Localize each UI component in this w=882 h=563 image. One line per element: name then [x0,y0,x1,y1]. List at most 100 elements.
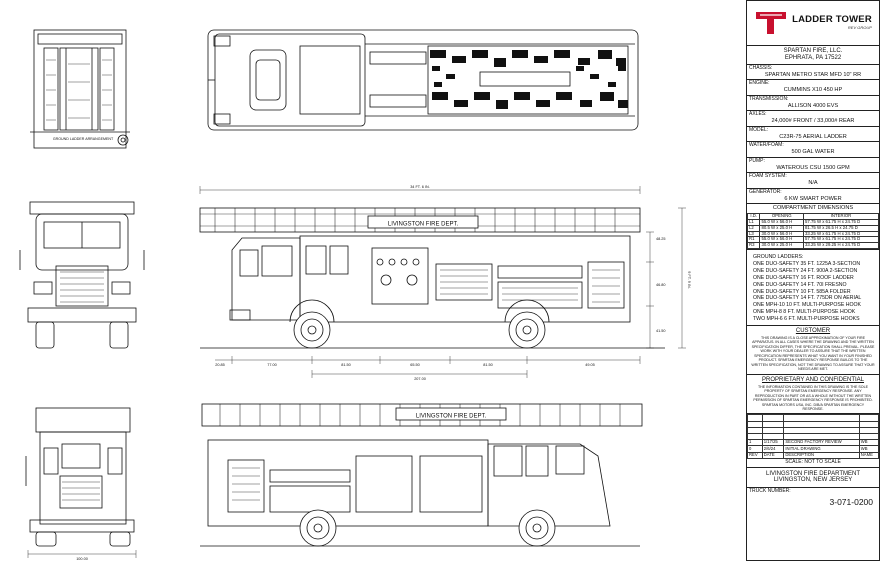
scale-note: SCALE: NOT TO SCALE [785,458,841,465]
dim-small-2: 49.05 [585,363,595,367]
customer-block: LIVINGSTON FIRE DEPARTMENT LIVINGSTON, N… [747,468,879,489]
spec-label: WATER/FOAM: [749,142,784,149]
spec-row: TRANSMISSION:ALLISON 4000 EVS [747,96,879,112]
brand-name: LADDER TOWER [792,14,872,26]
spec-label: GENERATOR: [749,188,782,195]
dim-horizontal-1: 77.00 [267,363,277,367]
spec-value: 500 GAL WATER [791,149,835,156]
dim-overall-length: 34 FT. 6 IN. [410,185,430,189]
spec-label: AXLES: [749,111,767,118]
spec-value: ALLISON 4000 EVS [787,102,839,109]
revision-header: REV [747,451,763,459]
compartment-cell: R1 [746,236,761,244]
dim-width: 100.00 [76,557,88,561]
spec-row: CHASSIS:SPARTAN METRO STAR MFD 10" RR [747,65,879,81]
customer-note-title: CUSTOMER [795,327,831,334]
revision-header: NAME [858,451,880,459]
front-view [19,201,145,349]
brand-logo: LADDER TOWER REV GROUP [747,1,879,46]
spec-value: CUMMINS X10 450 HP [783,87,843,94]
compartment-cell: R3 [746,242,761,250]
rear-view-ladders [30,29,130,149]
spec-label: TRANSMISSION: [749,95,789,102]
dim-vertical-3: 41.50 [656,329,666,333]
compartment-cell: L1 [746,218,761,226]
spec-label: ENGINE: [749,80,770,87]
manufacturer-block: SPARTAN FIRE, LLC. EPHRATA, PA 17522 [747,46,879,65]
side-view-right [200,403,643,547]
compartment-cell: 81.75 W x 26.5 H x 24.75 D [803,224,879,232]
dim-horizontal-2: 81.50 [341,363,351,367]
dim-bottom-total: 207.00 [414,377,426,381]
truck-number-block: TRUCK NUMBER: 3-071-0200 [747,488,879,516]
ground-ladders-title: GROUND LADDERS: [753,254,804,261]
spec-value: WATEROUS CSU 1500 GPM [776,164,850,171]
tread-plate-pattern [430,50,628,109]
ground-ladder-item: ONE DUO-SAFETY 16 FT. ROOF LADDER [753,274,854,281]
customer-location: LIVINGSTON, NEW JERSEY [773,477,853,484]
compartment-cell: 33.25 W x 61.75 H x 24.75 D [803,230,879,238]
customer-note-text: THIS DRAWING IS A CLOSE APPROXIMATION OF… [751,335,875,372]
ground-ladder-item: ONE DUO-SAFETY 14 FT. 70I FRESNO [753,281,847,288]
spec-row: WATER/FOAM: 500 GAL WATER [747,142,879,158]
compartment-header: INTERIOR [803,212,879,220]
proprietary-note: PROPRIETARY AND CONFIDENTIAL THE INFORMA… [747,375,879,415]
compartment-header: I.D. [746,212,761,220]
ground-ladders-list: GROUND LADDERS: ONE DUO-SAFETY 35 FT. 12… [747,250,879,326]
spec-value: 24,000# FRONT / 33,000# REAR [771,118,855,125]
revision-header: DATE [761,451,785,459]
spec-label: FOAM SYSTEM: [749,173,787,180]
technical-drawing: GROUND LADDER ARRANGEMENT [19,29,691,561]
dim-horizontal-3: 65.50 [410,363,420,367]
side-view-left [199,207,665,349]
compartment-cell: 57.75 W x 61.75 H x 24.75 D [803,218,879,226]
spec-row: PUMP: WATEROUS CSU 1500 GPM [747,158,879,174]
body-lettering-left: LIVINGSTON FIRE DEPT. [388,222,459,228]
spec-label: CHASSIS: [749,64,773,71]
spec-value: SPARTAN METRO STAR MFD 10" RR [764,71,862,78]
compartment-cell: L3 [746,230,761,238]
ladder-tower-logo-icon [756,12,787,34]
spec-row: GENERATOR:6 KW SMART POWER [747,189,879,205]
truck-number-label: TRUCK NUMBER: [749,488,791,495]
spec-row: ENGINE: CUMMINS X10 450 HP [747,80,879,96]
body-lettering-right: LIVINGSTON FIRE DEPT. [416,414,487,420]
compartment-cell: 30.0 W x 25.0 H [759,242,805,250]
ground-ladder-item: ONE MPH-8 8 FT. MULTI-PURPOSE HOOK [753,309,856,316]
ground-ladder-item: ONE MPH-10 10 FT. MULTI-PURPOSE HOOK [753,302,861,309]
ground-ladder-item: ONE DUO-SAFETY 35 FT. 1225A 3-SECTION [753,261,861,268]
spec-row: FOAM SYSTEM: N/A [747,173,879,189]
rear-view [25,407,135,547]
customer-name: LIVINGSTON FIRE DEPARTMENT [765,470,860,477]
dim-overall-height: 9 FT. 9 IN. [687,271,691,289]
spec-label: MODEL: [749,126,769,133]
compartment-cell: L2 [746,224,761,232]
rear-view-label: GROUND LADDER ARRANGEMENT [53,137,114,141]
dim-vertical-2: 46.80 [656,283,666,287]
plan-view [207,29,639,131]
dim-horizontal-4: 81.50 [483,363,493,367]
dim-small-1: 20.85 [215,363,225,367]
brand-sub: REV GROUP [847,25,872,31]
customer-note: CUSTOMER THIS DRAWING IS A CLOSE APPROXI… [747,326,879,375]
proprietary-note-text: THE INFORMATION CONTAINED IN THIS DRAWIN… [753,384,873,411]
revision-header: DESCRIPTION [783,451,860,459]
truck-number: 3-071-0200 [829,497,873,508]
ground-ladder-item: ONE DUO-SAFETY 14 FT. 775DR ON AERIAL [753,295,862,302]
compartment-cell: 33.25 W x 29.25 H x 24.75 D [803,242,879,250]
spec-value: 6 KW SMART POWER [784,195,842,202]
spec-label: PUMP: [749,157,765,164]
spec-value: N/A [808,180,818,187]
dimension-lines [27,186,686,558]
ground-ladder-item: TWO MPH-6 6 FT. MULTI-PURPOSE HOOKS [753,316,860,323]
